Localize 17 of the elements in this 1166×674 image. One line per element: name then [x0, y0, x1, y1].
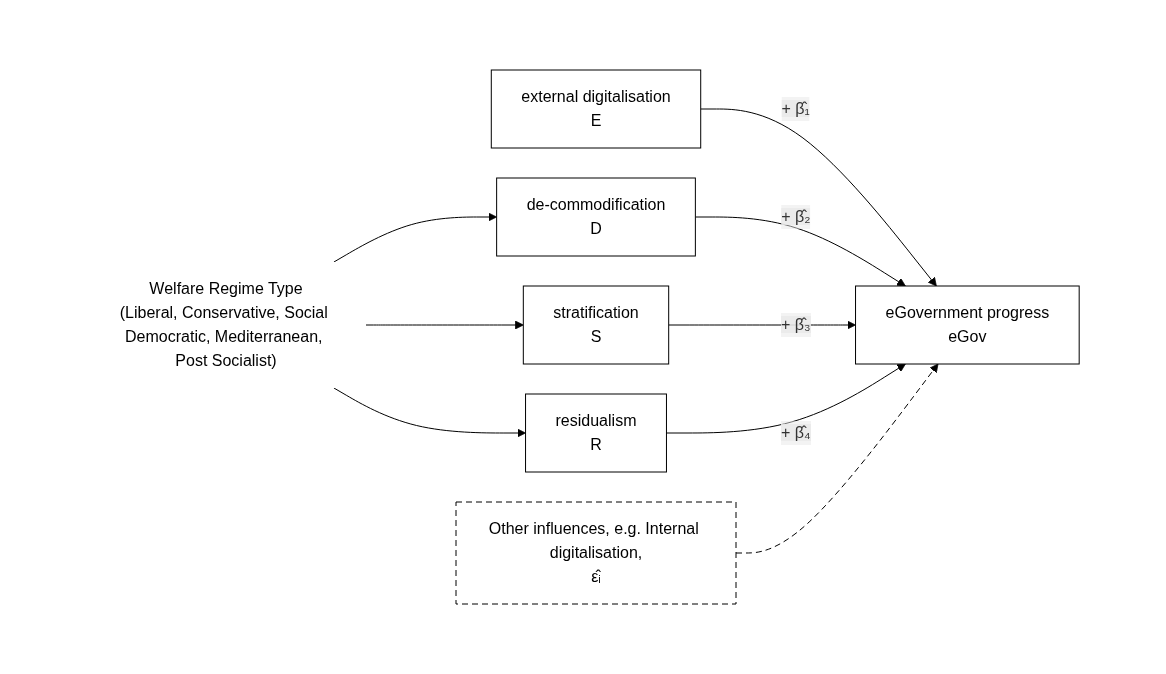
edge-label: + β̂₂: [781, 208, 811, 225]
arrow: [333, 387, 527, 438]
node-box: external digitalisation E: [491, 69, 702, 149]
node-text: Welfare Regime Type (Liberal, Conservative, Social Democratic, Mediterranean, Post Socialist): [120, 280, 329, 369]
arrow: [333, 212, 498, 263]
edge-label: + β̂₄: [781, 424, 811, 441]
edge-label: + β̂₃: [781, 316, 811, 333]
arrow: [700, 108, 938, 287]
node-box: Other influences, e.g. Internal digitalisation, ε̂ᵢ: [455, 501, 737, 605]
arrow: [695, 216, 907, 287]
node-box: de-commodification D: [496, 177, 697, 257]
arrow: [735, 363, 939, 554]
node-box: residualism R: [525, 393, 668, 473]
arrow: [666, 363, 907, 434]
node-box: stratification S: [523, 285, 670, 365]
edge-label: + β̂₁: [781, 100, 811, 117]
node-box: eGovernment progress eGov: [855, 285, 1081, 365]
